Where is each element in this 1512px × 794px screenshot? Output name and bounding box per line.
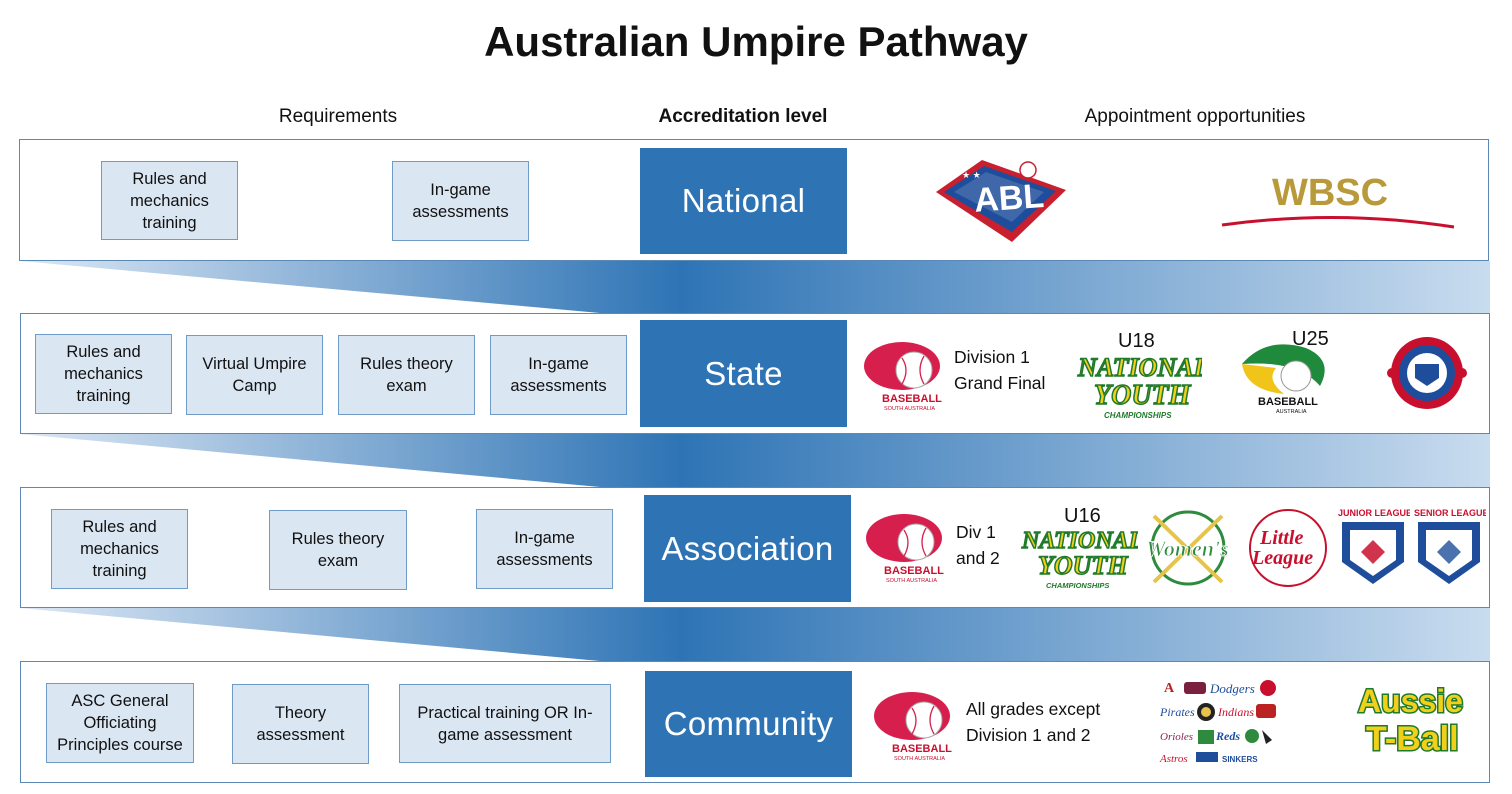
requirement-box: Virtual Umpire Camp — [186, 335, 323, 415]
svg-text:Indians: Indians — [1217, 705, 1254, 719]
requirement-box: In-game assessments — [476, 509, 613, 589]
svg-text:BASEBALL: BASEBALL — [1258, 396, 1318, 408]
svg-text:AUSTRALIA: AUSTRALIA — [1276, 409, 1307, 415]
svg-text:T-Ball: T-Ball — [1366, 720, 1459, 758]
u16-label: U16 — [1064, 505, 1101, 527]
svg-text:Astros: Astros — [1159, 753, 1188, 765]
svg-text:SENIOR LEAGUE: SENIOR LEAGUE — [1414, 508, 1486, 518]
svg-text:Pirates: Pirates — [1159, 705, 1195, 719]
abl-logo-text: ABL — [973, 177, 1045, 220]
association-appointment-caption: Div 1 and 2 — [956, 522, 1000, 568]
accreditation-level-header: Accreditation level — [658, 106, 828, 127]
aussie-tball-logo: Aussie T-Ball — [1357, 682, 1465, 759]
appointment-opportunities-header: Appointment opportunities — [1084, 106, 1306, 127]
community-appointment-caption: All grades except Division 1 and 2 — [966, 699, 1101, 745]
svg-text:SOUTH AUSTRALIA: SOUTH AUSTRALIA — [886, 578, 937, 584]
svg-text:League: League — [1251, 547, 1313, 569]
svg-text:YOUTH: YOUTH — [1094, 380, 1192, 411]
funnel-band-state-association — [20, 434, 1490, 487]
requirement-box: Rules and mechanics training — [51, 509, 188, 589]
baseball-australia-logo: BASEBALL AUSTRALIA — [1242, 344, 1325, 415]
svg-text:CHAMPIONSHIPS: CHAMPIONSHIPS — [1046, 581, 1109, 590]
page-title: Australian Umpire Pathway — [484, 18, 1028, 65]
abl-logo: ABL ★ ★ — [936, 160, 1066, 242]
svg-text:Little: Little — [1259, 527, 1303, 549]
national-youth-championships-logo: NATIONAL YOUTH CHAMPIONSHIPS — [1076, 352, 1202, 420]
state-appointment-caption: Division 1 Grand Final — [954, 347, 1046, 393]
level-community: Community — [645, 671, 852, 777]
svg-text:BASEBALL: BASEBALL — [892, 743, 952, 755]
requirement-box: Rules theory exam — [338, 335, 475, 415]
australian-little-league-logo: Little League — [1249, 509, 1327, 587]
requirement-box: Rules and mechanics training — [101, 161, 238, 240]
svg-text:SINKERS: SINKERS — [1222, 755, 1258, 764]
baseball-sa-logo: BASEBALL SOUTH AUSTRALIA — [864, 342, 942, 412]
senior-league-logo: SENIOR LEAGUE — [1414, 508, 1486, 584]
svg-text:Dodgers: Dodgers — [1209, 681, 1255, 696]
club-logos-collage: A Dodgers Pirates Indians Orioles Reds A… — [1159, 680, 1276, 765]
wbsc-logo-text: WBSC — [1272, 172, 1388, 214]
requirement-box: Rules theory exam — [269, 510, 407, 590]
junior-league-logo: JUNIOR LEAGUE — [1338, 508, 1410, 584]
womens-championship-logo: Women's — [1146, 510, 1229, 586]
national-youth-championships-logo: NATIONAL YOUTH CHAMPIONSHIPS — [1020, 527, 1138, 590]
u25-label: U25 — [1292, 328, 1329, 350]
svg-text:JUNIOR LEAGUE: JUNIOR LEAGUE — [1338, 508, 1410, 518]
svg-text:SOUTH AUSTRALIA: SOUTH AUSTRALIA — [894, 756, 945, 762]
svg-text:YOUTH: YOUTH — [1038, 551, 1128, 580]
u18-label: U18 — [1118, 330, 1155, 352]
level-association: Association — [644, 495, 851, 602]
svg-text:Aussie: Aussie — [1358, 683, 1463, 719]
svg-text:CHAMPIONSHIPS: CHAMPIONSHIPS — [1104, 411, 1172, 420]
requirement-box: In-game assessments — [490, 335, 627, 415]
requirement-box: Theory assessment — [232, 684, 369, 764]
svg-text:NATIONAL: NATIONAL — [1021, 528, 1138, 554]
svg-text:BASEBALL: BASEBALL — [882, 393, 942, 405]
baseball-sa-logo: BASEBALL SOUTH AUSTRALIA — [866, 514, 944, 584]
funnel-band-national-state — [20, 261, 1490, 313]
svg-text:★ ★: ★ ★ — [962, 170, 981, 180]
svg-text:SOUTH AUSTRALIA: SOUTH AUSTRALIA — [884, 406, 935, 412]
requirement-box: ASC General Officiating Principles cours… — [46, 683, 194, 763]
requirement-box: Practical training OR In-game assessment — [399, 684, 611, 763]
requirement-box: In-game assessments — [392, 161, 529, 241]
requirements-header: Requirements — [278, 106, 398, 127]
wbsc-logo: WBSC — [1221, 172, 1455, 229]
requirement-box: Rules and mechanics training — [35, 334, 172, 414]
baseball-sa-logo: BASEBALL SOUTH AUSTRALIA — [874, 692, 952, 762]
svg-text:A: A — [1164, 681, 1175, 696]
level-national: National — [640, 148, 847, 254]
level-state: State — [640, 320, 847, 427]
svg-text:NATIONAL: NATIONAL — [1077, 353, 1202, 382]
svg-text:Reds: Reds — [1215, 729, 1240, 743]
svg-text:Women's: Women's — [1146, 536, 1229, 561]
svg-text:Orioles: Orioles — [1160, 731, 1193, 743]
little-league-character-courage-loyalty-logo — [1387, 337, 1467, 409]
funnel-band-association-community — [20, 608, 1490, 661]
svg-text:BASEBALL: BASEBALL — [884, 565, 944, 577]
